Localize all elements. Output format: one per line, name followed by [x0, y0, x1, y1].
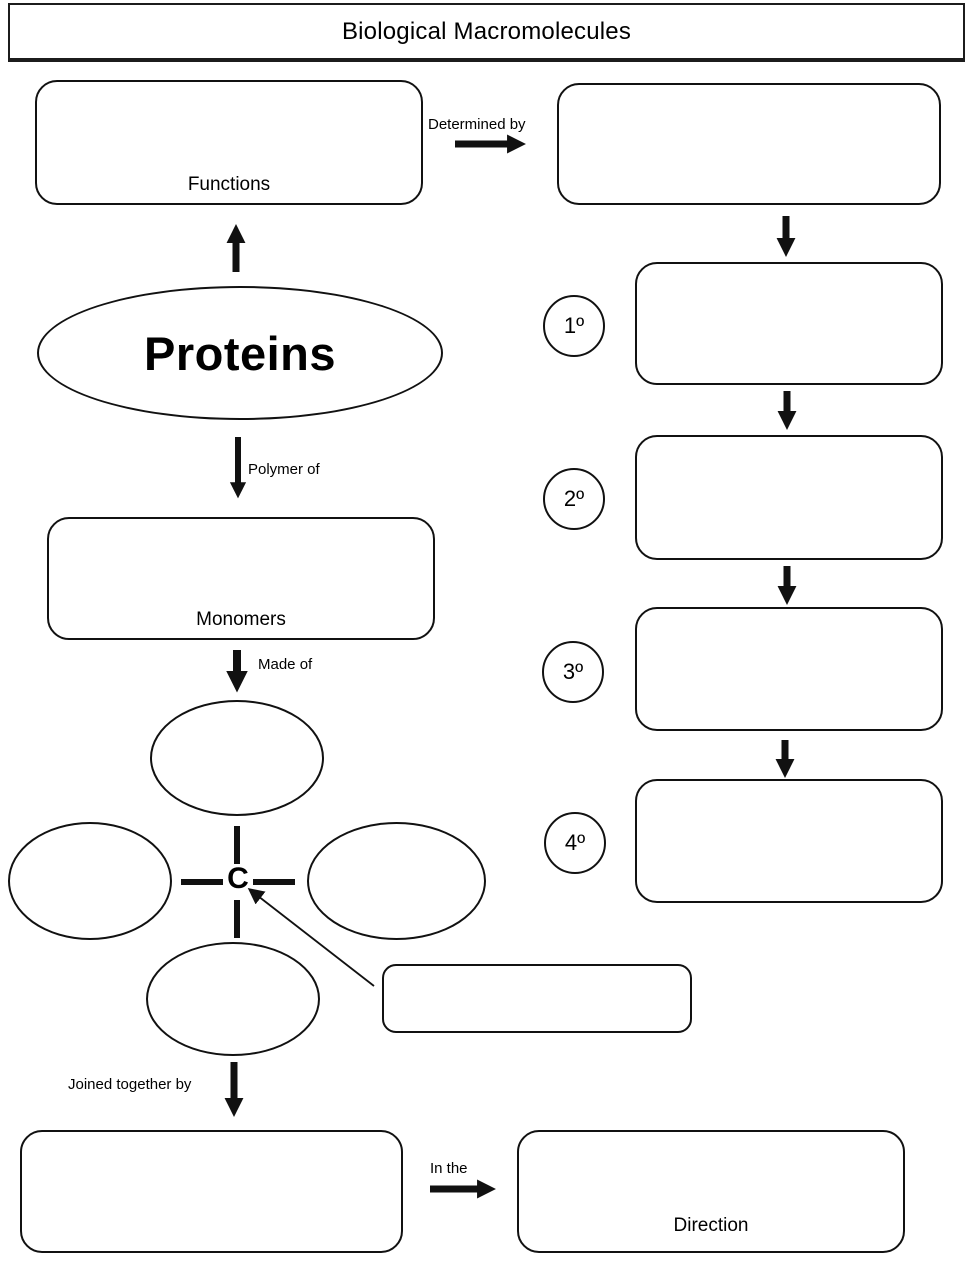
quaternary-level-badge-label: 4º [564, 830, 586, 855]
secondary-level-badge: 2º [543, 468, 605, 530]
monomers-answer-box[interactable]: Monomers [47, 517, 435, 640]
title-bar: Biological Macromolecules [8, 3, 965, 62]
primary-level-badge: 1º [543, 295, 605, 357]
direction-label: Direction [673, 1215, 749, 1236]
functions-label: Functions [187, 174, 271, 195]
primary-level-badge-label: 1º [563, 313, 585, 338]
functions-answer-box[interactable]: Functions [35, 80, 423, 205]
amino-group-bottom-ellipse[interactable] [146, 942, 320, 1056]
amino-group-right-ellipse[interactable] [307, 822, 486, 940]
bond-answer-box[interactable] [20, 1130, 403, 1253]
tertiary-level-badge-label: 3º [562, 659, 584, 684]
tertiary-structure-answer-box[interactable] [635, 607, 943, 731]
proteins-ellipse: Proteins [37, 286, 443, 420]
secondary-structure-answer-box[interactable] [635, 435, 943, 560]
carbon-pointer-answer-box[interactable] [382, 964, 692, 1033]
central-carbon-label: C [227, 862, 249, 895]
page-title: Biological Macromolecules [341, 17, 632, 45]
made-of-label: Made of [258, 656, 313, 673]
primary-structure-answer-box[interactable] [635, 262, 943, 385]
amino-group-left-ellipse[interactable] [8, 822, 172, 940]
quaternary-level-badge: 4º [544, 812, 606, 874]
determined-by-label: Determined by [428, 116, 526, 133]
polymer-of-label: Polymer of [248, 461, 320, 478]
quaternary-structure-answer-box[interactable] [635, 779, 943, 903]
monomers-label: Monomers [196, 609, 286, 630]
secondary-level-badge-label: 2º [563, 486, 585, 511]
tertiary-level-badge: 3º [542, 641, 604, 703]
joined-together-by-label: Joined together by [68, 1076, 192, 1093]
structure-answer-box[interactable] [557, 83, 941, 205]
direction-answer-box[interactable]: Direction [517, 1130, 905, 1253]
in-the-label: In the [430, 1160, 468, 1177]
amino-group-top-ellipse[interactable] [150, 700, 324, 816]
proteins-title: Proteins [143, 326, 337, 380]
